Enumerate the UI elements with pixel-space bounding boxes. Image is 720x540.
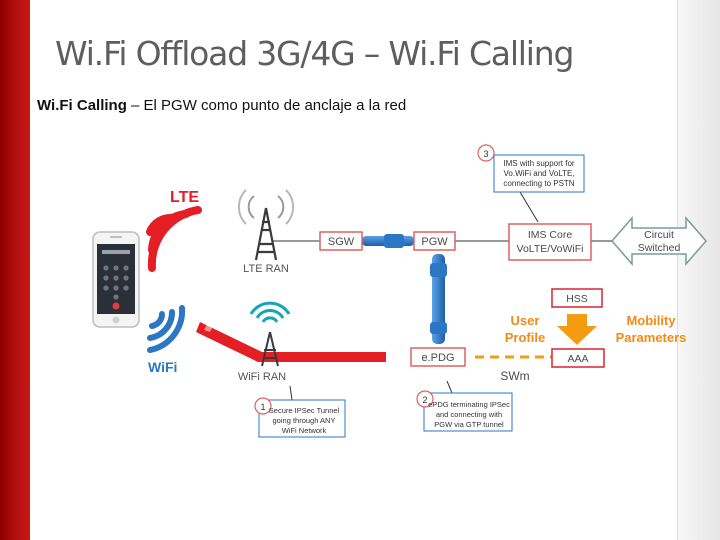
pgw-label: PGW bbox=[421, 236, 448, 248]
epdg-node: e.PDG bbox=[411, 348, 465, 366]
callout3-line1: IMS with support for bbox=[503, 159, 574, 168]
wifi-label: WiFi bbox=[148, 359, 177, 375]
link-pgw-epdg bbox=[430, 254, 447, 344]
ipsec-tunnel bbox=[196, 322, 386, 362]
epdg-label: e.PDG bbox=[421, 352, 454, 364]
callout2-pointer bbox=[447, 381, 452, 393]
callout3-number: 3 bbox=[483, 149, 488, 159]
callout3-line2: Vo.WiFi and VoLTE, bbox=[504, 169, 575, 178]
circuit-switched-arrow: Circuit Switched bbox=[612, 218, 706, 264]
wifi-ran-label: WiFi RAN bbox=[238, 371, 286, 383]
lte-label: LTE bbox=[170, 189, 199, 206]
aaa-label: AAA bbox=[567, 353, 588, 365]
sgw-label: SGW bbox=[328, 236, 355, 248]
mobility-line2: Parameters bbox=[616, 330, 687, 345]
pgw-node: PGW bbox=[414, 232, 455, 250]
profile-down-arrow-icon bbox=[557, 314, 597, 345]
sgw-node: SGW bbox=[320, 232, 362, 250]
aaa-node: AAA bbox=[552, 349, 604, 367]
callout3-pointer bbox=[520, 192, 538, 222]
callout2-line3: PGW via GTP tunnel bbox=[434, 420, 504, 429]
callout1-line3: WiFi Network bbox=[282, 426, 327, 435]
lte-signal-icon bbox=[150, 210, 198, 268]
ims-core-line1: IMS Core bbox=[528, 229, 573, 241]
swm-label: SWm bbox=[500, 369, 529, 383]
circuit-line2: Switched bbox=[638, 242, 681, 254]
callout1-line2: going through ANY bbox=[273, 416, 336, 425]
user-profile-line1: User bbox=[511, 313, 540, 328]
link-sgw-pgw bbox=[362, 234, 414, 248]
smartphone-icon bbox=[93, 232, 139, 327]
callout2-line2: and connecting with bbox=[436, 410, 502, 419]
mobility-line1: Mobility bbox=[626, 313, 676, 328]
callout1-number: 1 bbox=[260, 402, 265, 412]
callout3-line3: connecting to PSTN bbox=[503, 179, 574, 188]
callout2-number: 2 bbox=[422, 395, 427, 405]
ims-core-node: IMS Core VoLTE/VoWiFi bbox=[509, 224, 591, 260]
ims-core-line2: VoLTE/VoWiFi bbox=[517, 243, 584, 255]
lte-tower-icon bbox=[239, 190, 293, 260]
callout-2: 2 ePDG terminating IPSec and connecting … bbox=[417, 391, 512, 431]
callout-3: 3 IMS with support for Vo.WiFi and VoLTE… bbox=[478, 145, 584, 192]
callout1-line1: Secure IPSec Tunnel bbox=[269, 406, 340, 415]
hss-label: HSS bbox=[566, 293, 588, 305]
hss-node: HSS bbox=[552, 289, 602, 307]
lte-ran-label: LTE RAN bbox=[243, 263, 289, 275]
circuit-line1: Circuit bbox=[644, 229, 674, 241]
callout-1: 1 Secure IPSec Tunnel going through ANY … bbox=[255, 398, 345, 437]
wifi-signal-icon bbox=[150, 308, 182, 350]
callout1-pointer bbox=[290, 386, 292, 400]
callout2-line1: ePDG terminating IPSec bbox=[428, 400, 510, 409]
user-profile-line2: Profile bbox=[505, 330, 545, 345]
